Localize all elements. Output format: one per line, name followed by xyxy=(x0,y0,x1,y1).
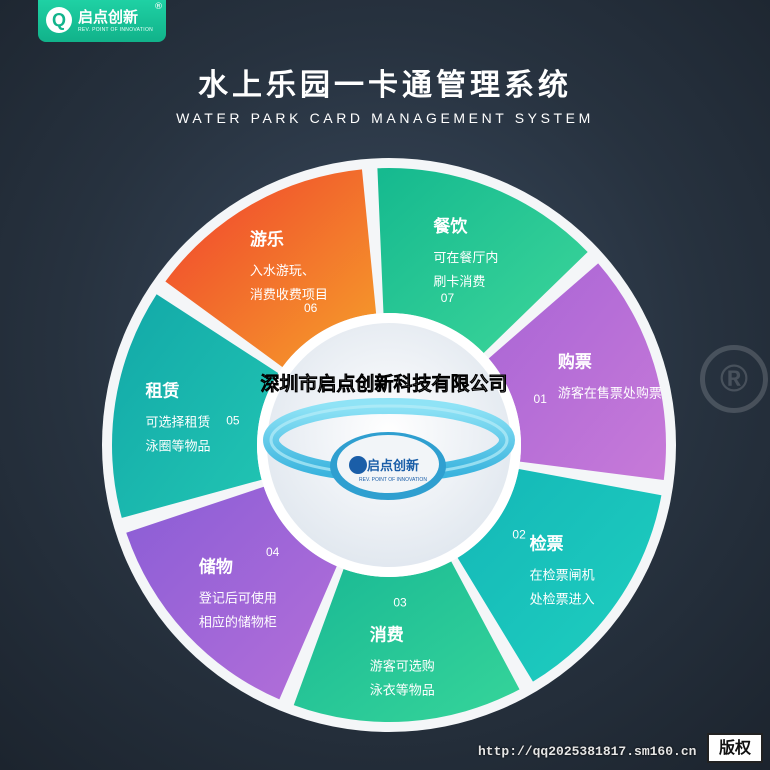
segment-title-01: 购票 xyxy=(558,352,592,373)
wheel-segment-02 xyxy=(457,468,662,682)
segment-desc-07: 刷卡消费 xyxy=(433,275,485,290)
watermark-registered-mark: ® xyxy=(700,345,768,413)
segment-desc-01: 游客在售票处购票 xyxy=(558,386,662,402)
logo-tagline: REV. POINT OF INNOVATION xyxy=(78,27,154,33)
watermark-company: 深圳市启点创新科技有限公司 xyxy=(260,372,507,395)
segment-number-05: 05 xyxy=(226,414,240,428)
segment-number-06: 06 xyxy=(304,301,318,315)
segment-desc-02: 处检票进入 xyxy=(530,592,595,607)
wheel-segment-06 xyxy=(165,169,377,368)
wheel-segment-07 xyxy=(377,168,588,354)
segment-desc-06: 消费收费项目 xyxy=(250,288,328,303)
segment-desc-05: 可选择租赁 xyxy=(146,415,211,430)
segment-number-02: 02 xyxy=(512,528,526,542)
footer-url-link[interactable]: http://qq2025381817.sm160.cn xyxy=(478,744,697,759)
brand-logo: Q 启点创新 ® REV. POINT OF INNOVATION xyxy=(38,0,166,42)
wheel-segment-04 xyxy=(126,486,337,700)
segment-desc-04: 相应的储物柜 xyxy=(199,614,277,630)
wristband-image: 启点创新 REV. POINT OF INNOVATION xyxy=(263,398,515,500)
segment-title-04: 储物 xyxy=(199,556,233,577)
segment-desc-06: 入水游玩、 xyxy=(250,264,315,279)
segment-title-07: 餐饮 xyxy=(433,216,468,237)
segment-desc-02: 在检票闸机 xyxy=(530,568,595,583)
segment-desc-05: 泳圈等物品 xyxy=(146,438,211,454)
wristband-brand-sub: REV. POINT OF INNOVATION xyxy=(359,477,427,483)
segment-number-04: 04 xyxy=(266,545,280,559)
page-subtitle: WATER PARK CARD MANAGEMENT SYSTEM xyxy=(176,110,594,126)
wristband-brand: 启点创新 xyxy=(367,458,419,474)
segment-desc-07: 可在餐厅内 xyxy=(433,250,498,266)
segment-title-03: 消费 xyxy=(370,624,404,645)
page-title: 水上乐园一卡通管理系统 xyxy=(198,68,572,103)
copyright-badge: 版权 xyxy=(707,733,763,763)
wheel-segment-03 xyxy=(293,561,520,722)
segment-title-05: 租赁 xyxy=(146,380,180,401)
logo-name: 启点创新 xyxy=(78,8,139,26)
segment-title-02: 检票 xyxy=(530,533,564,554)
segment-number-07: 07 xyxy=(441,291,455,305)
segment-desc-03: 泳衣等物品 xyxy=(370,682,435,698)
logo-q-icon: Q xyxy=(46,7,72,33)
wristband-logo-icon xyxy=(349,456,367,474)
segment-title-06: 游乐 xyxy=(250,229,284,250)
segment-number-01: 01 xyxy=(534,392,548,406)
segment-desc-04: 登记后可使用 xyxy=(199,590,277,606)
wheel-segment-05 xyxy=(111,294,279,518)
segment-desc-03: 游客可选购 xyxy=(370,658,435,674)
segment-number-03: 03 xyxy=(393,596,407,610)
wheel-segment-01 xyxy=(488,263,666,480)
logo-registered-mark: ® xyxy=(154,2,163,12)
